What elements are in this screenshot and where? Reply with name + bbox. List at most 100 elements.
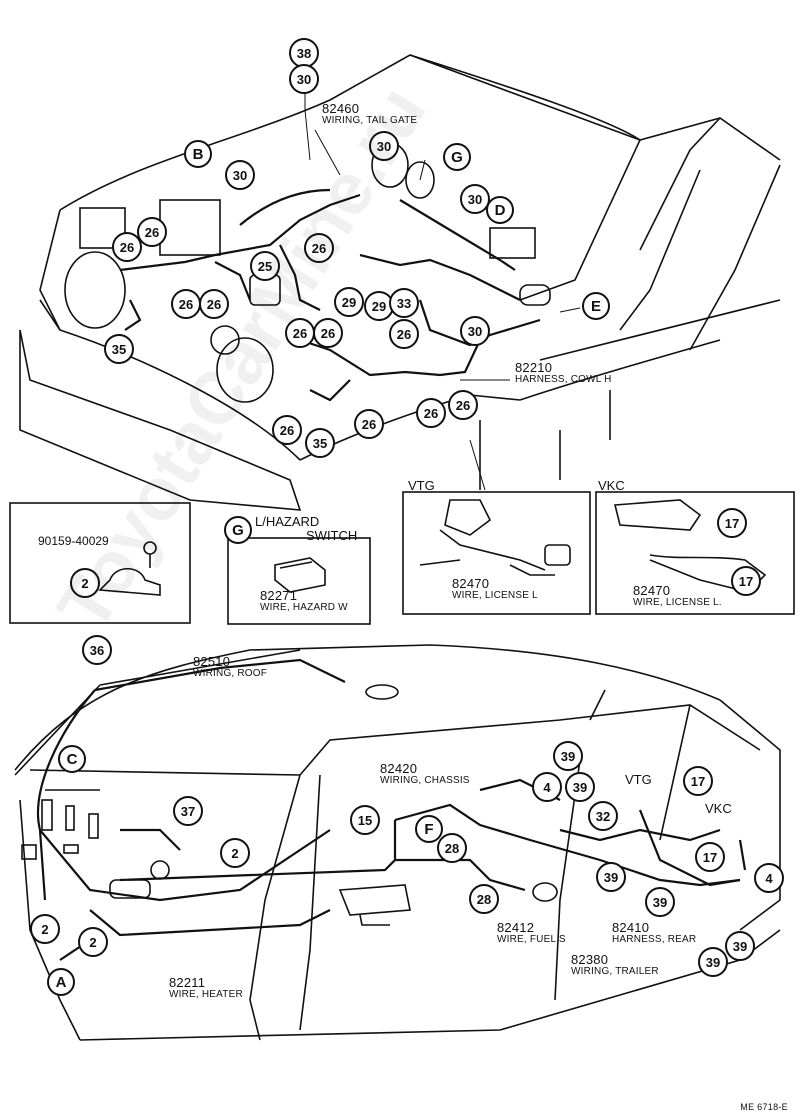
letter-f: F: [415, 815, 443, 843]
hazard-switch-title-1: L/HAZARD: [255, 514, 320, 529]
part-number: 82460: [322, 101, 360, 116]
callout-36: 36: [82, 635, 112, 665]
part-number: 82470: [452, 576, 490, 591]
rear-body-outline: [14, 644, 781, 1041]
callout-35: 35: [305, 428, 335, 458]
part-number: 82210: [515, 360, 553, 375]
vtg-box: [402, 491, 591, 615]
callout-39: 39: [565, 772, 595, 802]
vkc-label-rear: VKC: [705, 801, 732, 816]
part-name: HARNESS, COWL H: [515, 374, 612, 385]
part-name: WIRE, FUEL S: [497, 934, 566, 945]
callout-28: 28: [437, 833, 467, 863]
callout-26: 26: [171, 289, 201, 319]
callout-28: 28: [469, 884, 499, 914]
callout-30: 30: [369, 131, 399, 161]
callout-2: 2: [220, 838, 250, 868]
callout-2: 2: [30, 914, 60, 944]
callout-26: 26: [272, 415, 302, 445]
part-number: 82211: [169, 975, 206, 990]
callout-2: 2: [70, 568, 100, 598]
letter-g: G: [443, 143, 471, 171]
part-name: WIRING, CHASSIS: [380, 775, 470, 786]
callout-26: 26: [416, 398, 446, 428]
callout-17: 17: [695, 842, 725, 872]
hazard-switch-box: [227, 537, 371, 625]
callout-26: 26: [304, 233, 334, 263]
part-number: 82470: [633, 583, 671, 598]
part-label-82380: 82380 WIRING, TRAILER: [571, 952, 659, 978]
callout-26: 26: [137, 217, 167, 247]
callout-4: 4: [532, 772, 562, 802]
part-label-82470-vtg: 82470 WIRE, LICENSE L: [452, 576, 538, 602]
c-connector-group: [21, 789, 100, 860]
callout-15: 15: [350, 805, 380, 835]
callout-33: 33: [389, 288, 419, 318]
part-name: WIRE, LICENSE L.: [633, 597, 722, 608]
callout-30: 30: [289, 64, 319, 94]
part-label-82412: 82412 WIRE, FUEL S: [497, 920, 566, 946]
part-number: 82380: [571, 952, 609, 967]
part-number: 82410: [612, 920, 650, 935]
leader-lines: [304, 85, 581, 491]
part-name: WIRE, HEATER: [169, 989, 243, 1000]
callout-39: 39: [698, 947, 728, 977]
rear-harness: [36, 658, 747, 961]
part-number: 82412: [497, 920, 535, 935]
part-label-82460: 82460 WIRING, TAIL GATE: [322, 101, 418, 127]
figure-code: ME 6718-E: [740, 1102, 788, 1112]
part-name: WIRING, TAIL GATE: [322, 115, 418, 126]
callout-30: 30: [460, 316, 490, 346]
part-name: HARNESS, REAR: [612, 934, 697, 945]
vtg-title: VTG: [408, 478, 435, 493]
callout-26: 26: [285, 318, 315, 348]
letter-a: A: [47, 968, 75, 996]
callout-39: 39: [596, 862, 626, 892]
callout-30: 30: [460, 184, 490, 214]
hazard-switch-title-2: SWITCH: [306, 528, 358, 543]
callout-39: 39: [645, 887, 675, 917]
part-number: 82271: [260, 588, 298, 603]
vkc-title: VKC: [598, 478, 625, 493]
part-name: WIRE, HAZARD W: [260, 602, 348, 613]
part-name: WIRE, LICENSE L: [452, 590, 538, 601]
part-label-82470-vkc: 82470 WIRE, LICENSE L.: [633, 583, 722, 609]
part-number: 82420: [380, 761, 418, 776]
callout-26: 26: [448, 390, 478, 420]
callout-26: 26: [354, 409, 384, 439]
cowl-harness: [119, 188, 541, 402]
part-name: WIRING, ROOF: [193, 668, 268, 679]
callout-29: 29: [334, 287, 364, 317]
engine-bay-outline: [19, 54, 781, 511]
callout-17: 17: [717, 508, 747, 538]
part-number: 82510: [193, 654, 231, 669]
callout-4: 4: [754, 863, 784, 893]
part-label-82271: 82271 WIRE, HAZARD W: [260, 588, 348, 614]
callout-25: 25: [250, 251, 280, 281]
callout-17: 17: [731, 566, 761, 596]
letter-g-box: G: [224, 516, 252, 544]
callout-30: 30: [225, 160, 255, 190]
part-label-82210: 82210 HARNESS, COWL H: [515, 360, 612, 386]
letter-b: B: [184, 140, 212, 168]
part-label-82211: 82211 WIRE, HEATER: [169, 975, 243, 1001]
part-label-82420: 82420 WIRING, CHASSIS: [380, 761, 470, 787]
callout-32: 32: [588, 801, 618, 831]
callout-37: 37: [173, 796, 203, 826]
letter-e: E: [582, 292, 610, 320]
part-name: WIRING, TRAILER: [571, 966, 659, 977]
vtg-label-rear: VTG: [625, 772, 652, 787]
callout-2: 2: [78, 927, 108, 957]
callout-39: 39: [725, 931, 755, 961]
vkc-box: [595, 491, 795, 615]
part-label-82410: 82410 HARNESS, REAR: [612, 920, 697, 946]
bolt-part-number: 90159-40029: [38, 534, 109, 548]
callout-17: 17: [683, 766, 713, 796]
callout-39: 39: [553, 741, 583, 771]
part-label-82510: 82510 WIRING, ROOF: [193, 654, 268, 680]
clamp-box: [9, 502, 191, 624]
letter-d: D: [486, 196, 514, 224]
callout-35: 35: [104, 334, 134, 364]
letter-c: C: [58, 745, 86, 773]
